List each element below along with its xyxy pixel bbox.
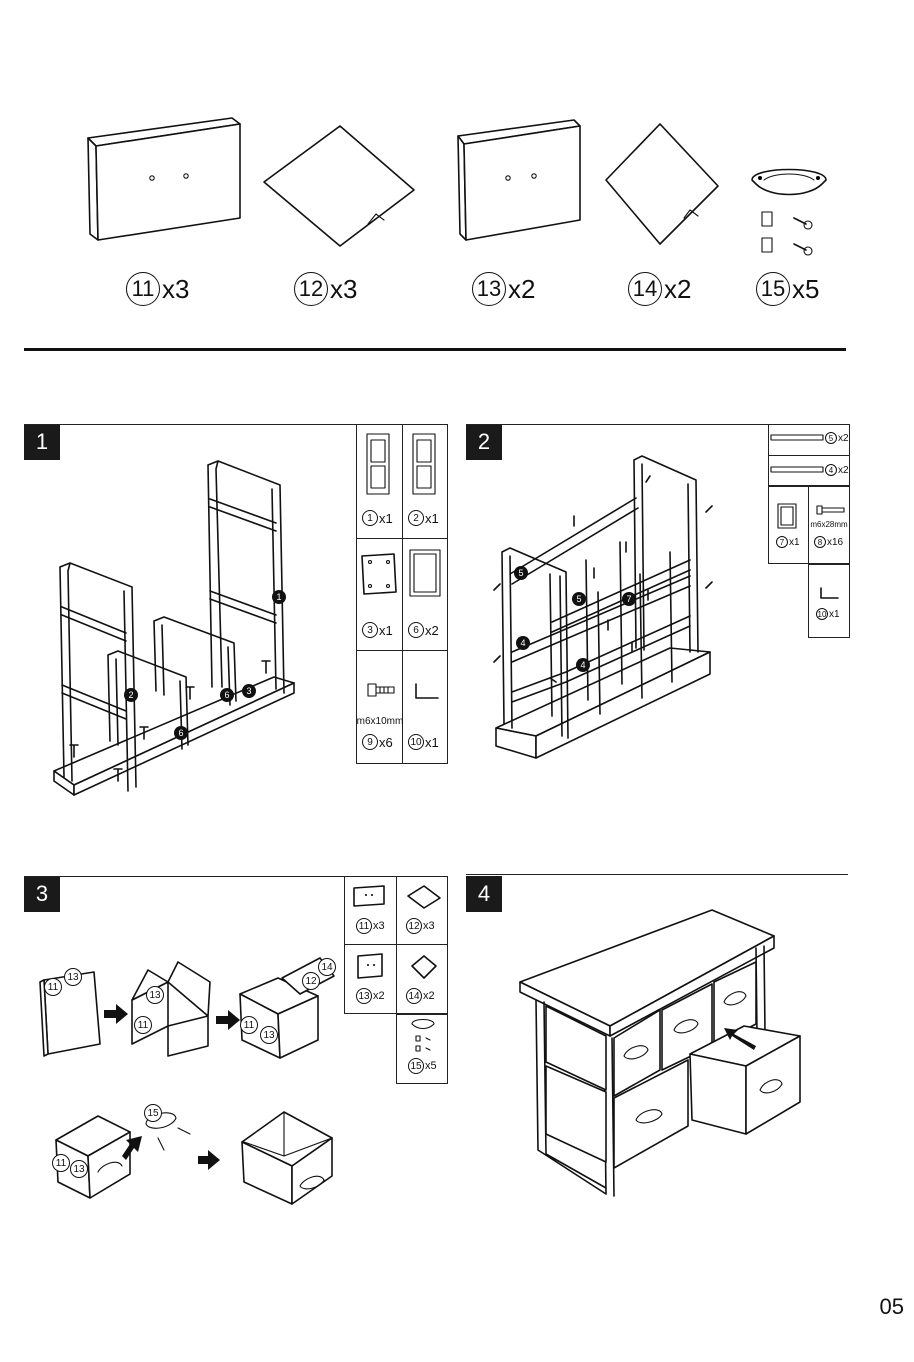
step-3-callout-10: 11 — [52, 1154, 70, 1172]
step-1-header-line — [24, 424, 356, 425]
step-1-callout-5: 6 — [174, 726, 188, 740]
bolt-icon — [366, 680, 396, 700]
allen-key-icon — [818, 586, 842, 602]
step-3-table-row-line — [344, 944, 448, 945]
part-8-spec: m6x28mm — [808, 520, 850, 529]
step-3-callout-7: 12 — [302, 972, 320, 990]
step-2-callout-5: 4 — [576, 658, 590, 672]
part-14-drawing — [604, 122, 720, 246]
step-1-table-row-line — [356, 538, 448, 539]
part-15-drawing — [748, 162, 834, 262]
step-1-callout-4: 3 — [242, 684, 256, 698]
part-11-icon — [350, 884, 390, 908]
part-13-drawing — [452, 110, 587, 245]
step-3-callout-5: 11 — [240, 1016, 258, 1034]
part-12-icon — [406, 884, 442, 910]
part-13-icon — [354, 952, 388, 980]
step-2-header-line — [466, 424, 768, 425]
step-4-finished-dresser-drawing — [518, 906, 808, 1198]
step-1-table-row-line — [356, 650, 448, 651]
step-2-callout-2: 5 — [572, 592, 586, 606]
page-number: 05 — [880, 1294, 904, 1320]
part-3-icon — [358, 550, 400, 600]
part-6-icon — [406, 546, 446, 606]
part-4-icon — [770, 464, 826, 476]
part-9-spec: m6x10mm — [356, 716, 404, 727]
step-1-callout-3: 6 — [220, 688, 234, 702]
step-2-table-row-line — [768, 455, 850, 456]
step-4-number: 4 — [466, 876, 502, 912]
step-2-callout-3: 7 — [622, 592, 636, 606]
step-3-callout-11: 13 — [70, 1160, 88, 1178]
part-12-drawing — [262, 124, 416, 248]
handle-icon — [408, 1018, 438, 1056]
part-2-icon — [410, 432, 440, 498]
step-3-callout-3: 13 — [146, 986, 164, 1004]
step-3-number: 3 — [24, 876, 60, 912]
step-1-table-divider — [402, 424, 403, 764]
step-1-callout-1: 1 — [272, 590, 286, 604]
step-3-callout-2: 13 — [64, 968, 82, 986]
part-11-drawing — [82, 110, 242, 245]
bolt-long-icon — [816, 504, 846, 516]
step-3-callout-8: 14 — [318, 958, 336, 976]
part-7-icon — [776, 502, 800, 530]
step-3-callout-6: 13 — [260, 1026, 278, 1044]
part-14-icon — [410, 954, 438, 980]
step-3-callout-9: 15 — [144, 1104, 162, 1122]
part-1-icon — [364, 432, 394, 498]
section-divider — [24, 348, 846, 351]
step-4-header-line — [466, 874, 848, 875]
step-3-callout-4: 11 — [134, 1016, 152, 1034]
step-1-callout-2: 2 — [124, 688, 138, 702]
step-2-assembly-drawing — [490, 452, 726, 764]
part-5-icon — [770, 432, 826, 444]
allen-key-icon — [412, 680, 442, 704]
step-2-callout-4: 4 — [516, 636, 530, 650]
step-1-assembly-drawing — [40, 455, 300, 805]
step-3-callout-1: 11 — [44, 978, 62, 996]
step-3-header-line — [24, 876, 344, 877]
step-2-callout-1: 5 — [514, 566, 528, 580]
